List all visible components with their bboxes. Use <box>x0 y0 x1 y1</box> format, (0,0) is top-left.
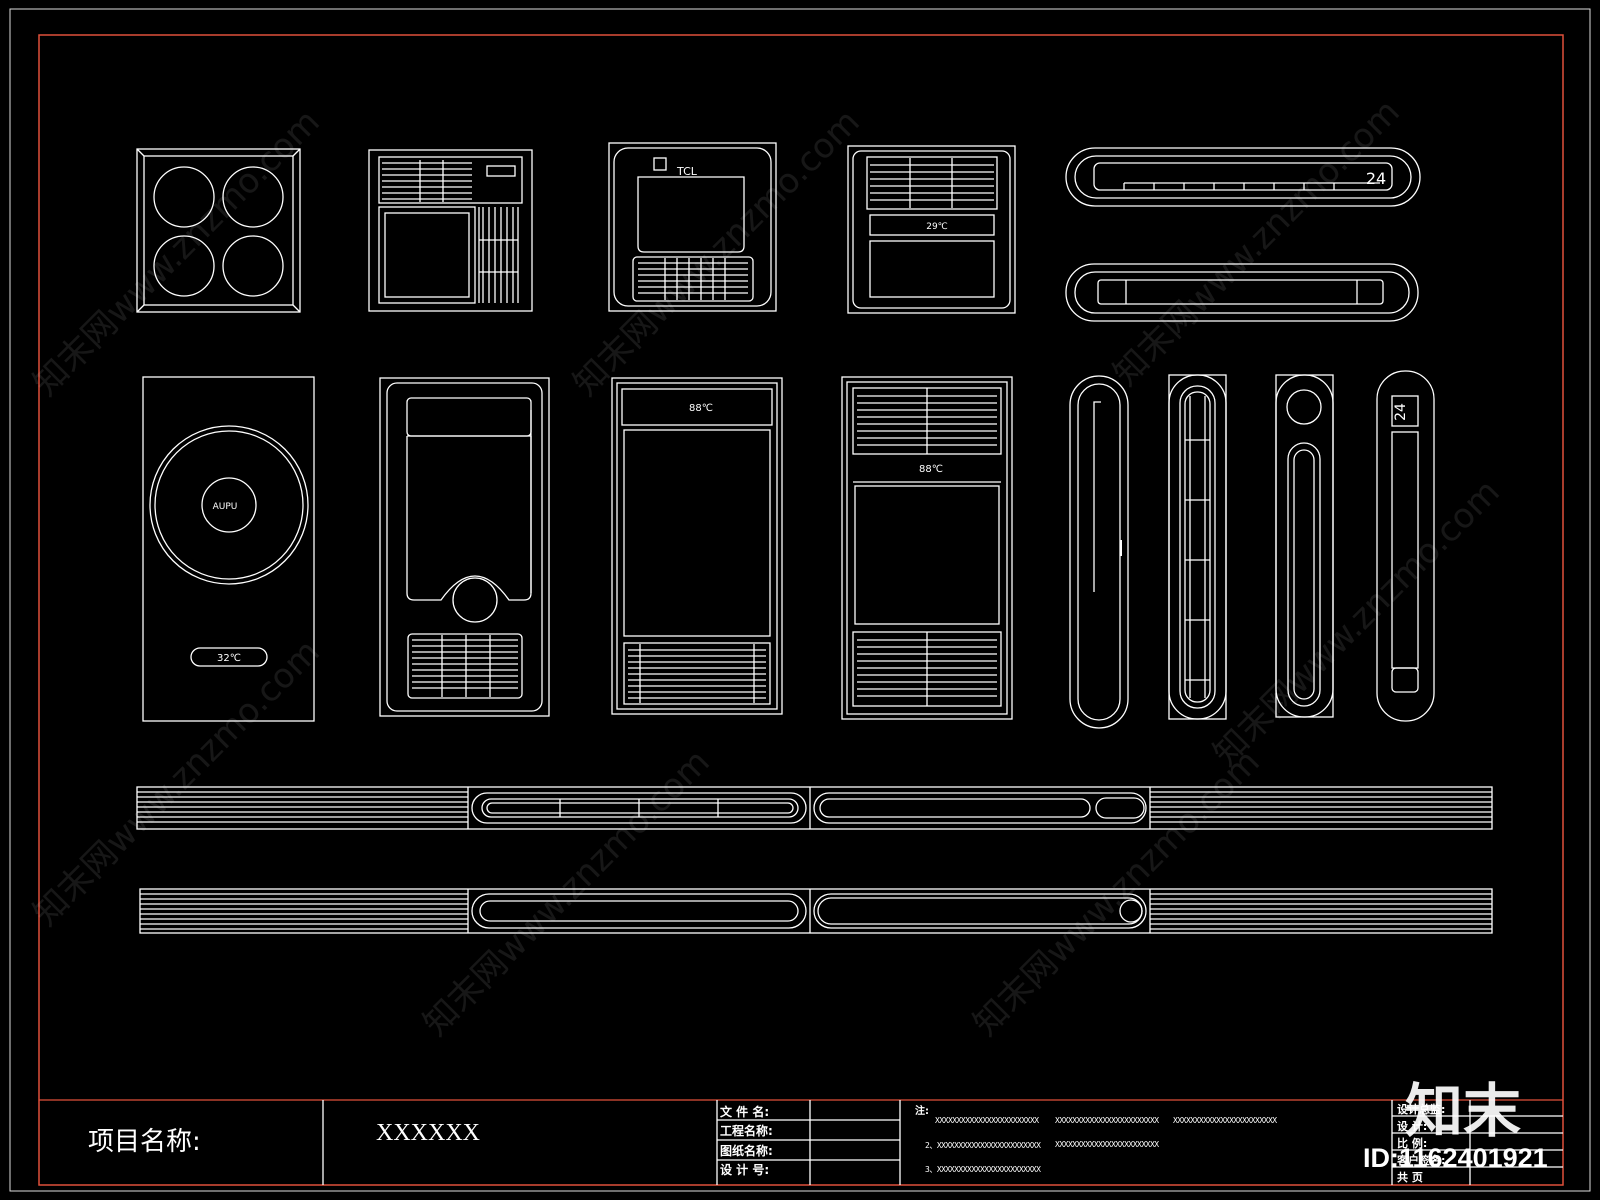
heater-with-display <box>847 145 1016 314</box>
slim-heater-vertical-b <box>1168 374 1227 720</box>
sig-scale: 比 例: <box>1397 1137 1428 1150</box>
heater-panel-double-grille <box>841 376 1013 720</box>
slim-heater-horizontal <box>1065 263 1419 322</box>
display-88-a: 88℃ <box>689 403 713 414</box>
display-temp-29: 29℃ <box>926 222 948 232</box>
display-num-24-horizontal: 24 <box>1366 169 1386 188</box>
display-88-b: 88℃ <box>919 464 943 475</box>
slim-heater-vertical-a <box>1069 375 1129 729</box>
sig-client: 客户签名: <box>1397 1154 1446 1167</box>
field-project-name: 工程名称: <box>720 1124 773 1138</box>
linear-heater-strip-b <box>139 888 1493 934</box>
sig-pages: 共 页 <box>1397 1171 1423 1184</box>
project-name-label: 项目名称: <box>88 1127 201 1157</box>
field-design-number: 设 计 号: <box>720 1163 770 1177</box>
heater-panel-grille <box>368 149 533 312</box>
note-line: XXXXXXXXXXXXXXXXXXXXXXXX <box>1173 1116 1277 1125</box>
display-temp-32: 32℃ <box>217 653 241 664</box>
drawing-frame <box>38 34 1564 1186</box>
linear-heater-strip-a <box>136 786 1493 830</box>
note-line: XXXXXXXXXXXXXXXXXXXXXXXX <box>1055 1140 1159 1149</box>
field-drawing-name: 图纸名称: <box>720 1144 773 1158</box>
midea-heater-unit <box>379 377 550 717</box>
watermark-id: ID:1162401921 <box>1363 1143 1548 1173</box>
note-line: 3、XXXXXXXXXXXXXXXXXXXXXXXX <box>925 1165 1041 1174</box>
slim-heater-vertical-c <box>1275 374 1334 718</box>
heater-panel-display-88 <box>611 377 783 715</box>
slim-heater-vertical-24 <box>1376 370 1435 722</box>
tcl-brand-label: TCL <box>676 165 698 178</box>
slim-heater-horizontal-24 <box>1065 147 1421 207</box>
field-file-name: 文 件 名: <box>720 1105 770 1119</box>
note-line: XXXXXXXXXXXXXXXXXXXXXXXX <box>935 1116 1039 1125</box>
tcl-heater-unit <box>608 142 777 312</box>
sig-design-director: 设计总监: <box>1397 1103 1446 1116</box>
aupu-round-heater <box>142 376 315 722</box>
title-block-frame <box>39 1099 1563 1185</box>
outer-sheet-border <box>9 8 1591 1192</box>
four-fan-exhaust-unit <box>136 148 301 313</box>
sig-designer: 设 计: <box>1397 1120 1428 1133</box>
note-line: 2、XXXXXXXXXXXXXXXXXXXXXXXX <box>925 1141 1041 1150</box>
aupu-brand-label: AUPU <box>213 502 238 512</box>
note-line: XXXXXXXXXXXXXXXXXXXXXXXX <box>1055 1116 1159 1125</box>
notes-heading: 注: <box>915 1106 929 1117</box>
project-name-value: XXXXXX <box>376 1120 480 1146</box>
watermark-logo: 知末 <box>1405 1077 1522 1145</box>
display-num-24-vertical: 24 <box>1393 403 1409 421</box>
